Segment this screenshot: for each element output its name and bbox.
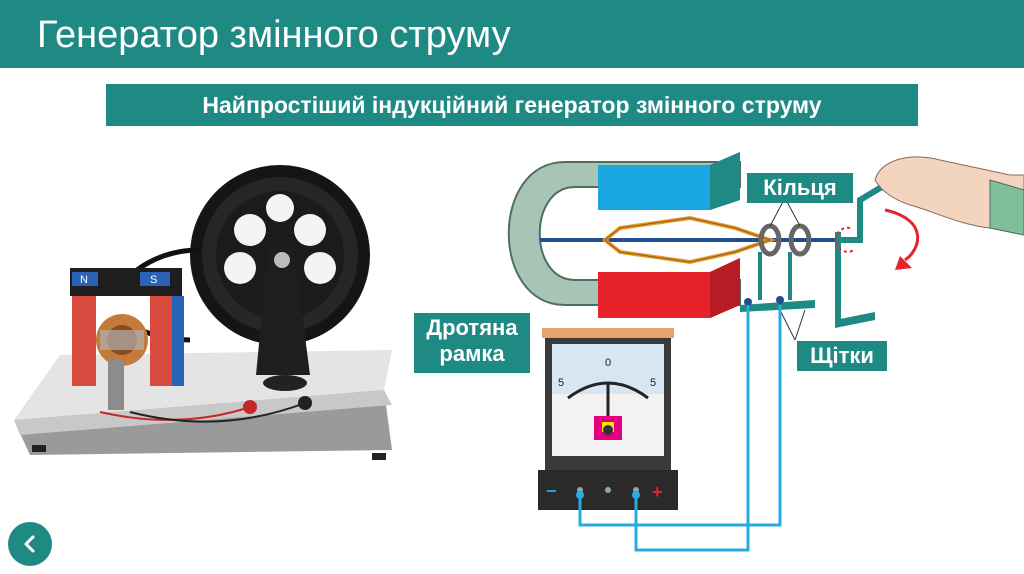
header-bar <box>0 0 1024 68</box>
magnet-north-label: N <box>80 274 88 286</box>
generator-photo: N S <box>14 165 392 460</box>
label-wire-frame-line2: рамка <box>439 341 505 366</box>
back-button[interactable] <box>8 522 52 566</box>
magnet-south-label: S <box>150 274 157 286</box>
generator-diagram: 0 5 5 − + <box>507 152 1024 552</box>
meter-minus: − <box>546 481 557 501</box>
page-title: Генератор змінного струму <box>37 14 511 56</box>
meter-scale-left: 5 <box>558 377 564 389</box>
meter-zero: 0 <box>605 357 611 369</box>
page-subtitle: Найпростіший індукційний генератор змінн… <box>106 84 918 126</box>
meter-scale-right: 5 <box>650 377 656 389</box>
label-wire-frame-line1: Дротяна <box>426 315 518 340</box>
label-rings: Кільця <box>747 173 853 203</box>
label-wire-frame: Дротяна рамка <box>414 313 530 373</box>
meter-plus: + <box>652 482 663 502</box>
label-brushes: Щітки <box>797 341 887 371</box>
chevron-left-icon <box>24 535 35 553</box>
